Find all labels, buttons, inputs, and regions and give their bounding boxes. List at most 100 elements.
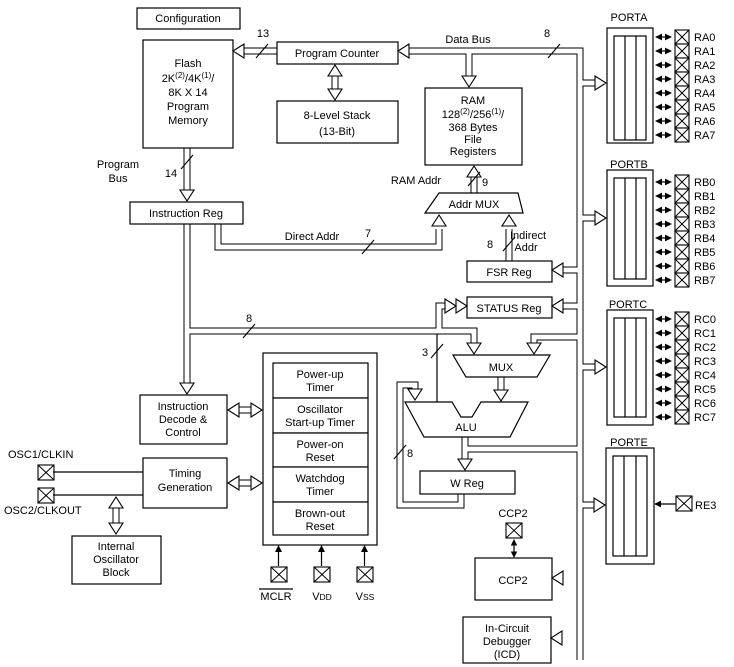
vss-pin-icon: [356, 566, 374, 583]
decode-line3: Control: [165, 427, 200, 439]
timing-line1: Timing: [169, 468, 202, 480]
rb7-pin-icon: [674, 272, 690, 288]
rb3-pin-icon: [674, 216, 690, 232]
rc7-bidir-arrow-icon: [654, 413, 673, 421]
portc-inner-box: [613, 317, 647, 418]
status-bus-width-label: 3: [422, 347, 428, 359]
rb0-label: RB0: [694, 177, 715, 189]
ccp2-pin-label: CCP2: [498, 508, 527, 520]
timer5-line1: Brown-out: [295, 508, 345, 520]
power-up-timer-box: [272, 362, 369, 399]
timing-generation-box: [142, 457, 228, 509]
stack-block: 8-Level Stack (13-Bit): [276, 100, 399, 144]
brown-out-reset-box: [272, 501, 369, 536]
alu-label: ALU: [455, 422, 476, 434]
rc6-bidir-arrow-icon: [654, 399, 673, 407]
rb3-bidir-arrow-icon: [654, 220, 673, 228]
porta-inner-box: [613, 35, 647, 141]
porta-latch-lines: [624, 36, 637, 140]
addr-mux-label: Addr MUX: [449, 199, 500, 211]
rc1-pin-icon: [674, 325, 690, 341]
ccp2-box: [474, 557, 553, 601]
flash-line5: Memory: [168, 115, 208, 127]
flash-program-memory-block: Flash 2K(2)/4K(1)/ 8K X 14 Program Memor…: [142, 39, 234, 149]
internal-oscillator-box: [71, 535, 162, 585]
osc2-pin-icon: [37, 487, 55, 504]
configuration-block: Configuration: [136, 7, 241, 30]
stack-line1: 8-Level Stack: [304, 110, 371, 122]
timing-line2: Generation: [158, 482, 212, 494]
ccp2-label: CCP2: [498, 575, 527, 587]
vdd-label: VDD: [312, 591, 332, 603]
portc-latch-lines: [624, 318, 637, 417]
alu-shape: [403, 401, 529, 438]
ccp2-block: CCP2: [474, 557, 553, 601]
rb2-pin-icon: [674, 202, 690, 218]
rc5-bidir-arrow-icon: [654, 385, 673, 393]
w-reg-box: [419, 470, 516, 495]
rc6-label: RC6: [694, 398, 716, 410]
mux-label: MUX: [489, 362, 514, 374]
timer5-line2: Reset: [306, 521, 335, 533]
flash-box: [142, 39, 234, 149]
ra4-label: RA4: [694, 88, 715, 100]
indirect-addr-width-label: 8: [487, 239, 493, 251]
bus-labels: Data Bus 8 13 14 Program Bus RAM Addr 9 …: [97, 28, 550, 460]
addr-mux-block: Addr MUX: [423, 192, 524, 214]
porta: PORTA RA0 RA1 RA2 RA3 RA4 RA5 RA6 RA7: [606, 12, 715, 144]
portb-latch-lines: [624, 178, 637, 279]
ra4-bidir-arrow-icon: [654, 88, 673, 98]
rc3-pin-icon: [674, 353, 690, 369]
portb: PORTB RB0 RB1 RB2 RB3 RB4 RB5 RB6 RB7: [606, 159, 715, 288]
ccp2-pin: CCP2: [498, 508, 528, 539]
watchdog-timer-box: [272, 466, 369, 503]
ra5-label: RA5: [694, 102, 715, 114]
ra6-label: RA6: [694, 116, 715, 128]
porte-label: PORTE: [610, 437, 648, 449]
rb7-label: RB7: [694, 275, 715, 287]
flash-line3: 8K X 14: [168, 87, 207, 99]
flash-line4: Program: [167, 101, 209, 113]
vss-label: VSS: [356, 591, 375, 603]
re3-label: RE3: [695, 500, 716, 512]
ra1-label: RA1: [694, 46, 715, 58]
vdd-pin-icon: [313, 566, 331, 583]
internal-oscillator-block: Internal Oscillator Block: [71, 535, 162, 585]
timer4-line2: Timer: [306, 486, 334, 498]
flash-capacity: 2K(2)/4K(1)/: [162, 71, 216, 85]
oscillator-start-up-timer-box: [272, 397, 369, 434]
rc2-bidir-arrow-icon: [654, 343, 673, 351]
ram-file-registers-block: RAM 128(2)/256(1)/ 368 Bytes File Regist…: [424, 87, 523, 166]
rb1-bidir-arrow-icon: [654, 192, 673, 200]
int-osc-line1: Internal: [98, 541, 135, 553]
ra0-bidir-arrow-icon: [654, 32, 673, 42]
icd-box: [462, 616, 552, 664]
ram-line3: 368 Bytes: [449, 122, 498, 134]
rb5-label: RB5: [694, 247, 715, 259]
rb6-label: RB6: [694, 261, 715, 273]
mux-shape: [451, 354, 552, 378]
fsr-reg-label: FSR Reg: [486, 267, 531, 279]
stack-box: [276, 100, 399, 144]
instruction-reg-box: [129, 201, 244, 225]
instruction-decode-block: Instruction Decode & Control: [139, 394, 228, 445]
decode-line1: Instruction: [158, 401, 209, 413]
ra6-pin-icon: [674, 113, 690, 129]
icd-block: In-Circuit Debugger (ICD): [462, 616, 552, 664]
alu-bus-width-label: 8: [246, 313, 252, 325]
status-reg-box: [466, 296, 553, 319]
rb3-label: RB3: [694, 219, 715, 231]
ra2-label: RA2: [694, 60, 715, 72]
timer1-line1: Power-up: [296, 369, 343, 381]
rc7-label: RC7: [694, 412, 716, 424]
rb1-pin-icon: [674, 188, 690, 204]
re3-pin-icon: [675, 495, 693, 512]
rc0-bidir-arrow-icon: [654, 315, 673, 323]
rc0-pin-icon: [674, 311, 690, 327]
decode-line2: Decode &: [159, 414, 208, 426]
rc7-pin-icon: [674, 409, 690, 425]
timer2-line1: Oscillator: [297, 404, 343, 416]
program-bus-label-line2: Bus: [109, 173, 128, 185]
porte-latch-lines: [623, 456, 637, 556]
ra3-label: RA3: [694, 74, 715, 86]
